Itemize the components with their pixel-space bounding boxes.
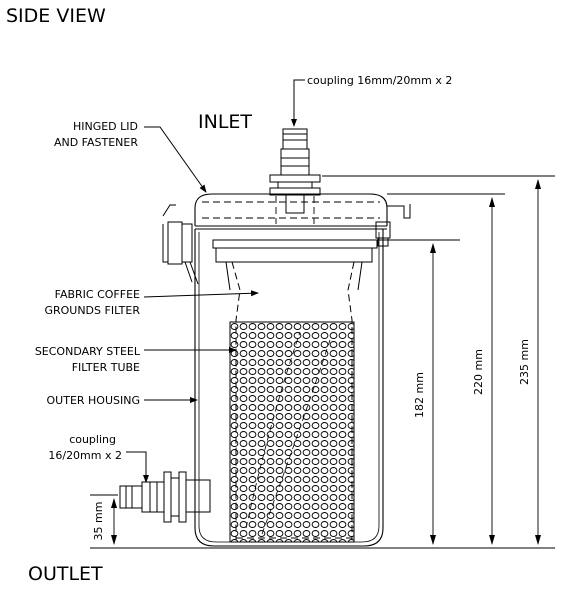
- lid-hidden-lines: [202, 196, 380, 224]
- inlet-label: INLET: [198, 111, 252, 133]
- inlet-coupling: [269, 128, 321, 214]
- outer-housing-label: OUTER HOUSING: [47, 394, 140, 407]
- coupling-side-label-1: coupling: [69, 433, 116, 446]
- hinged-lid-leader: [144, 126, 207, 193]
- outlet-label: OUTLET: [28, 563, 103, 585]
- dim-235: 235 mm: [518, 339, 531, 385]
- fabric-filter-label-1: FABRIC COFFEE: [55, 288, 140, 301]
- title: SIDE VIEW: [6, 5, 106, 27]
- leader-lines: [126, 79, 305, 483]
- dim-220: 220 mm: [472, 349, 485, 395]
- coupling-top-leader: [291, 79, 305, 127]
- dimension-lines: [90, 175, 555, 549]
- fabric-filter-label-2: GROUNDS FILTER: [44, 304, 140, 317]
- outlet-coupling: [119, 471, 211, 523]
- coupling-side-label-2: 16/20mm x 2: [48, 449, 122, 462]
- hinged-lid-label-2: AND FASTENER: [54, 136, 138, 149]
- dim-35: 35 mm: [92, 502, 105, 541]
- dim-182: 182 mm: [413, 372, 426, 418]
- steel-tube-label-1: SECONDARY STEEL: [35, 345, 141, 358]
- steel-filter-tube: [229, 321, 355, 543]
- coupling-side-leader: [126, 451, 149, 483]
- coupling-top-label: coupling 16mm/20mm x 2: [307, 74, 452, 87]
- hinge-fastener: [162, 204, 199, 285]
- steel-tube-label-2: FILTER TUBE: [72, 361, 140, 374]
- lid-clip: [375, 204, 411, 247]
- fabric-filter-leader: [143, 290, 259, 298]
- hinged-lid-label-1: HINGED LID: [73, 120, 138, 133]
